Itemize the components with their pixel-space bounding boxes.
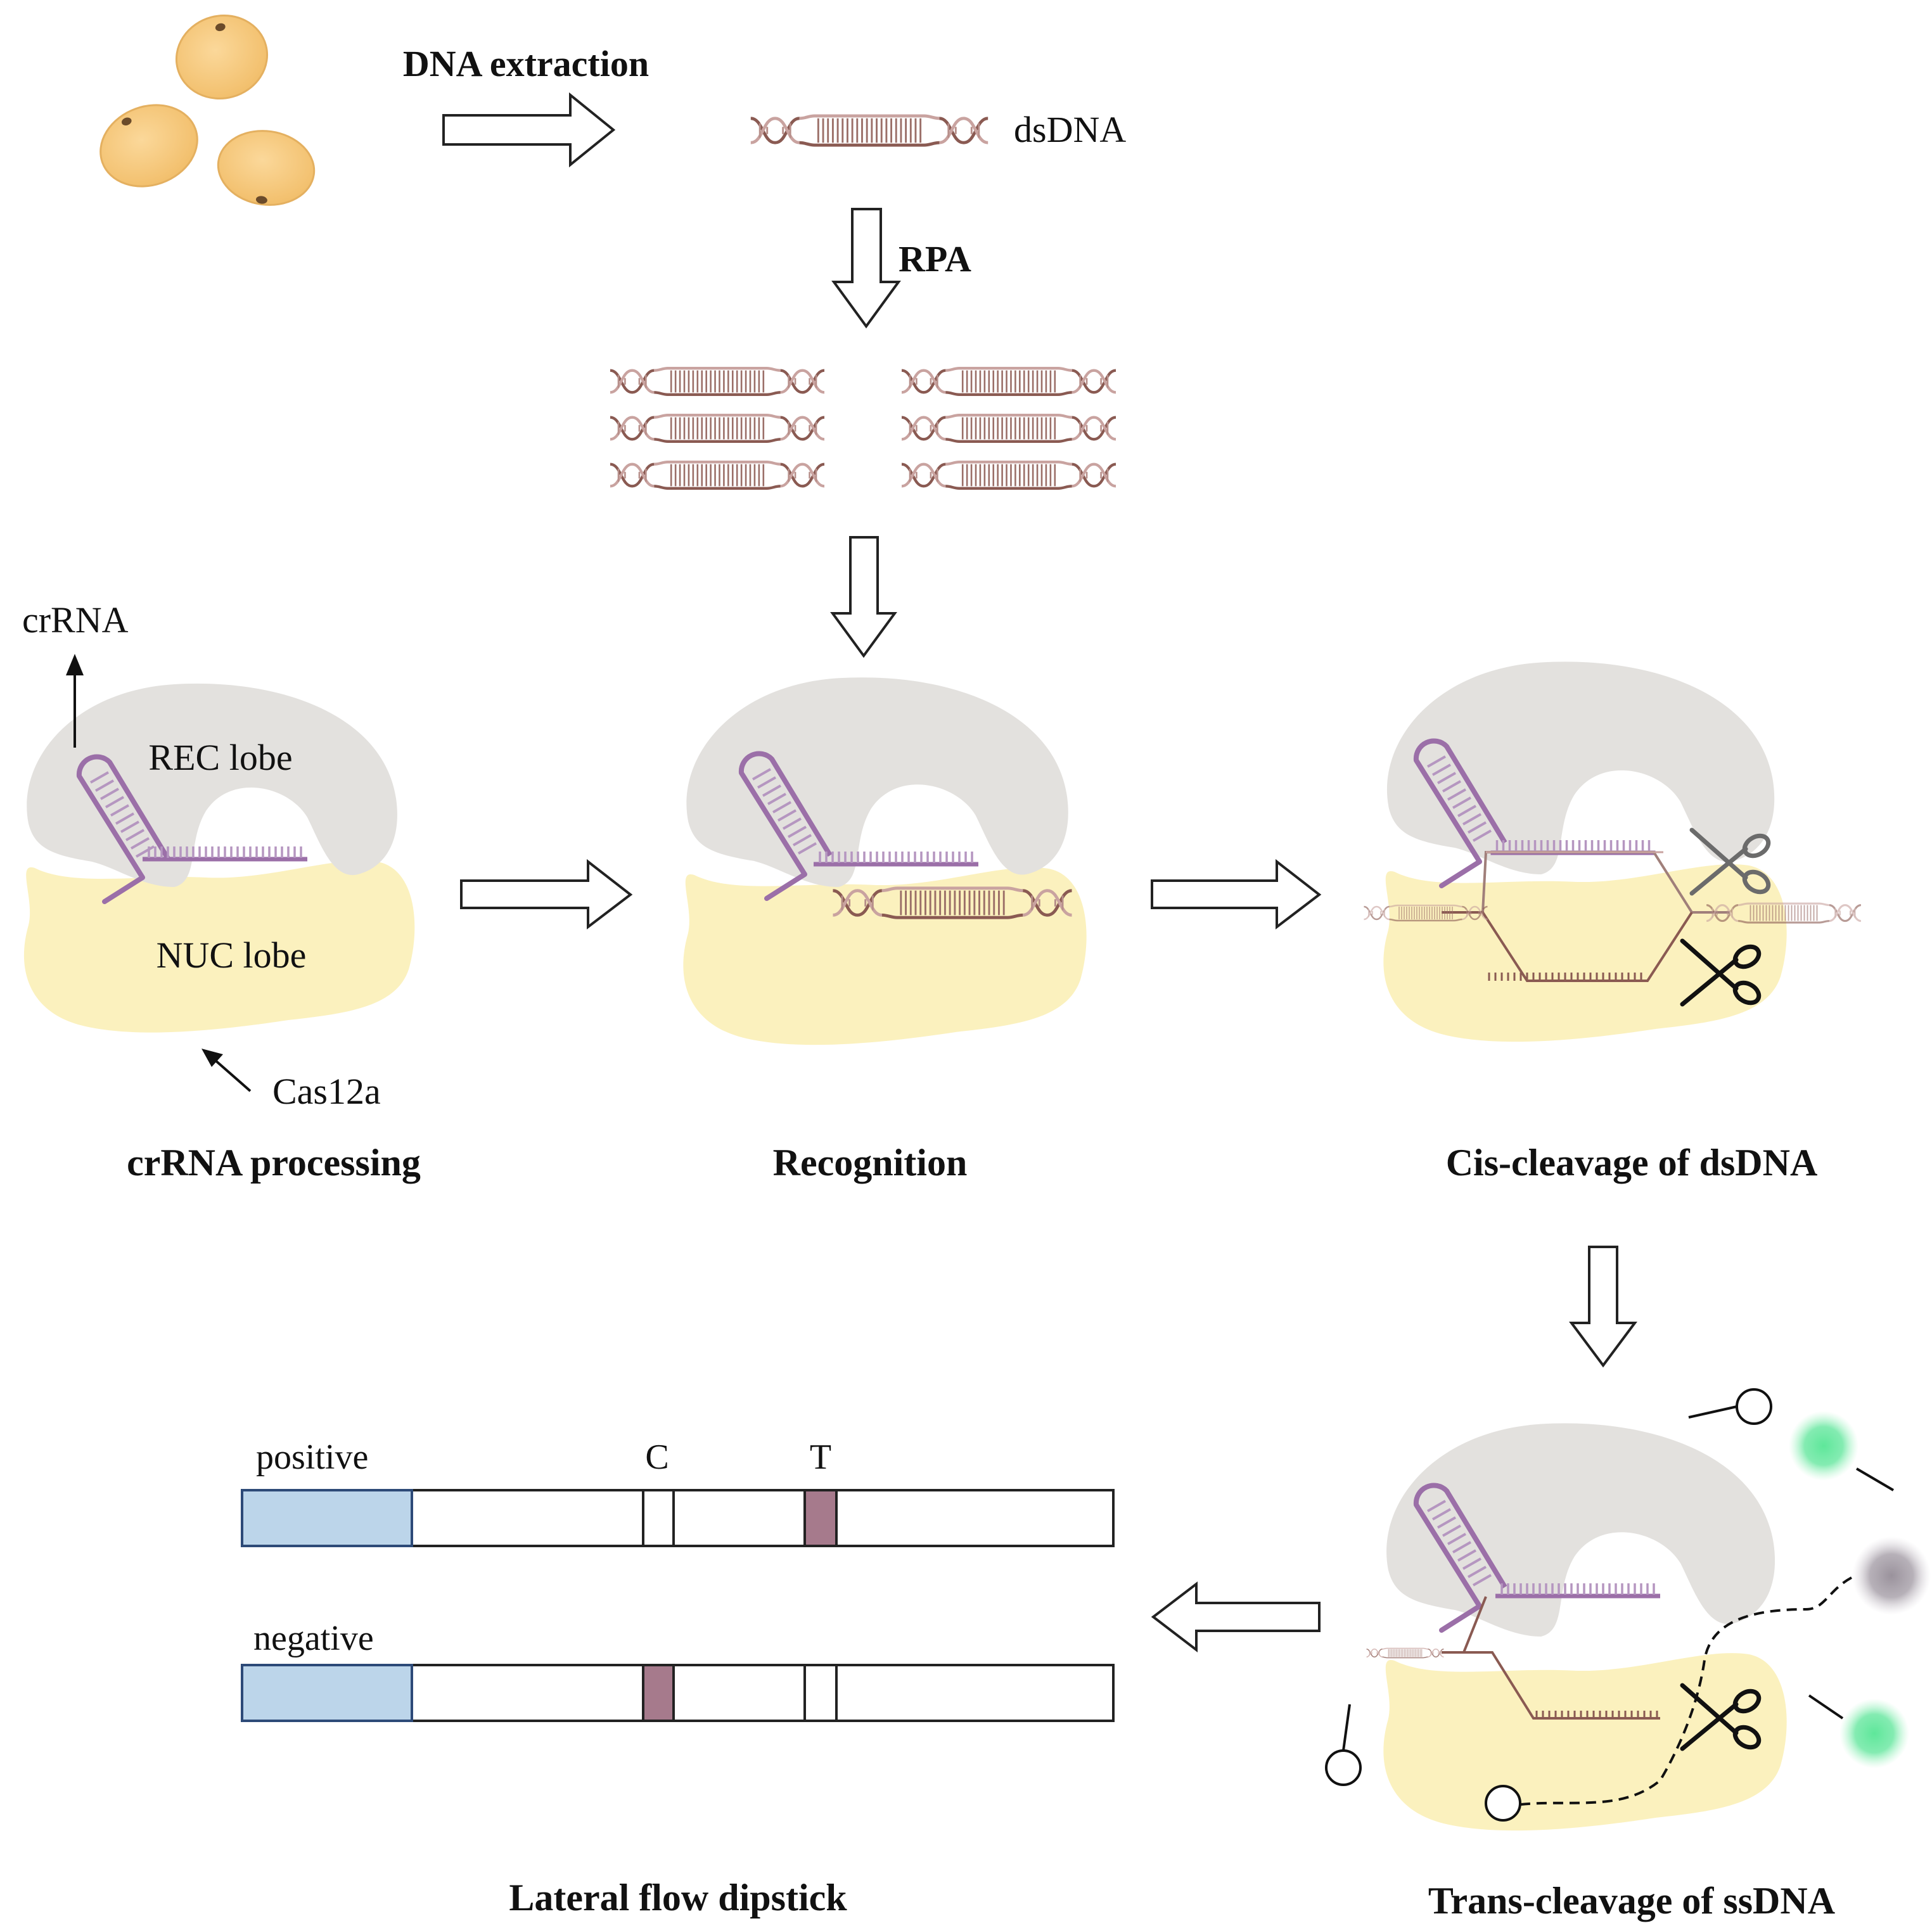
cas12a-recognition [683, 677, 1087, 1045]
test-line-label: T [810, 1438, 831, 1477]
rpa-label: RPA [899, 238, 971, 279]
crrna-pointer-head [66, 654, 84, 675]
dna-extraction-label: DNA extraction [403, 43, 649, 84]
step-lateral-flow: Lateral flow dipstick [509, 1877, 847, 1918]
cas12a-trans-cleavage [1366, 1423, 1787, 1831]
test-line-band [803, 1489, 838, 1547]
arrow-to-trans-panel [1569, 1246, 1637, 1368]
step-recognition: Recognition [773, 1142, 968, 1184]
control-line-label: C [645, 1438, 669, 1477]
cas12a-label: Cas12a [272, 1071, 381, 1112]
step-cis-cleavage: Cis-cleavage of dsDNA [1446, 1142, 1818, 1184]
soybean-seeds [99, 15, 316, 206]
control-line-blank [642, 1489, 675, 1547]
arrow-to-dipstick [1151, 1581, 1321, 1653]
rpa-arrow [831, 208, 901, 329]
dipstick-negative [241, 1664, 1115, 1722]
extraction-arrow [442, 92, 616, 168]
step-trans-cleavage: Trans-cleavage of ssDNA [1428, 1880, 1835, 1922]
cas12a-cis-cleavage [1362, 661, 1862, 1042]
cas12a-pointer-arrow [213, 1058, 252, 1092]
dsdna-label: dsDNA [1014, 109, 1126, 150]
test-line-blank [803, 1664, 838, 1722]
step-crrna-processing: crRNA processing [127, 1142, 421, 1184]
arrow-to-recognition-panel [460, 859, 633, 930]
dipstick-positive [241, 1489, 1115, 1547]
control-line-band [642, 1664, 675, 1722]
nuc-lobe-label: NUC lobe [157, 935, 307, 976]
ssdna-reporters [1325, 1388, 1931, 1822]
negative-label: negative [253, 1619, 374, 1658]
to-recognition-arrow [830, 536, 897, 658]
cas12a-processing [23, 683, 415, 1033]
cas12a-pointer-head [202, 1049, 223, 1067]
arrow-to-cis-panel [1151, 859, 1322, 930]
dsdna-helix [751, 116, 988, 145]
positive-label: positive [256, 1438, 368, 1477]
rec-lobe-label: REC lobe [148, 737, 292, 778]
crrna-label: crRNA [22, 599, 129, 641]
amplified-dna [610, 368, 1116, 488]
